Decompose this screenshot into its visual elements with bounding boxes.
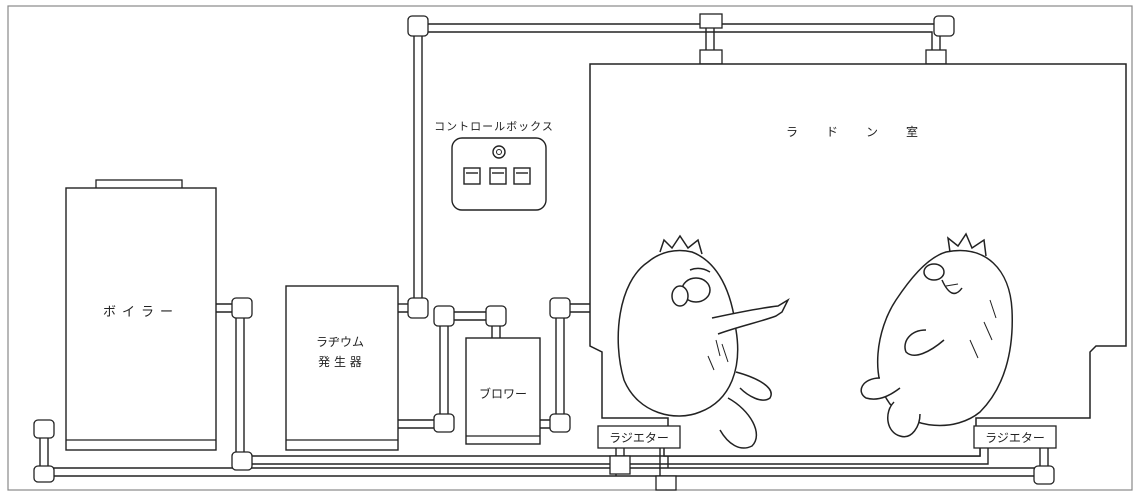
boiler-label: ボイラー [103,305,179,320]
control-box: コントロールボックス [434,120,554,211]
pipe-joints [33,13,1055,491]
gauge-icon [463,167,531,185]
diagram-frame [7,5,1133,491]
radium-generator: ラヂウム 発 生 器 [285,285,399,451]
radiator-left: ラジエター [597,425,681,449]
radiator-right-label: ラジエター [985,431,1045,445]
boiler: ボイラー [65,179,217,451]
figure-pointing [617,234,790,449]
dial-icon [492,145,506,159]
radiator-right: ラジエター [973,425,1057,449]
radiator-left-label: ラジエター [609,431,669,445]
blower: ブロワー [465,337,541,445]
radium-generator-label-2: 発 生 器 [318,355,362,369]
control-box-label: コントロールボックス [434,120,554,133]
radon-room-label: ラ ド ン 室 [786,124,926,139]
figure-laughing [860,232,1013,438]
radium-generator-label: ラヂウム [316,335,364,349]
blower-label: ブロワー [479,386,527,401]
